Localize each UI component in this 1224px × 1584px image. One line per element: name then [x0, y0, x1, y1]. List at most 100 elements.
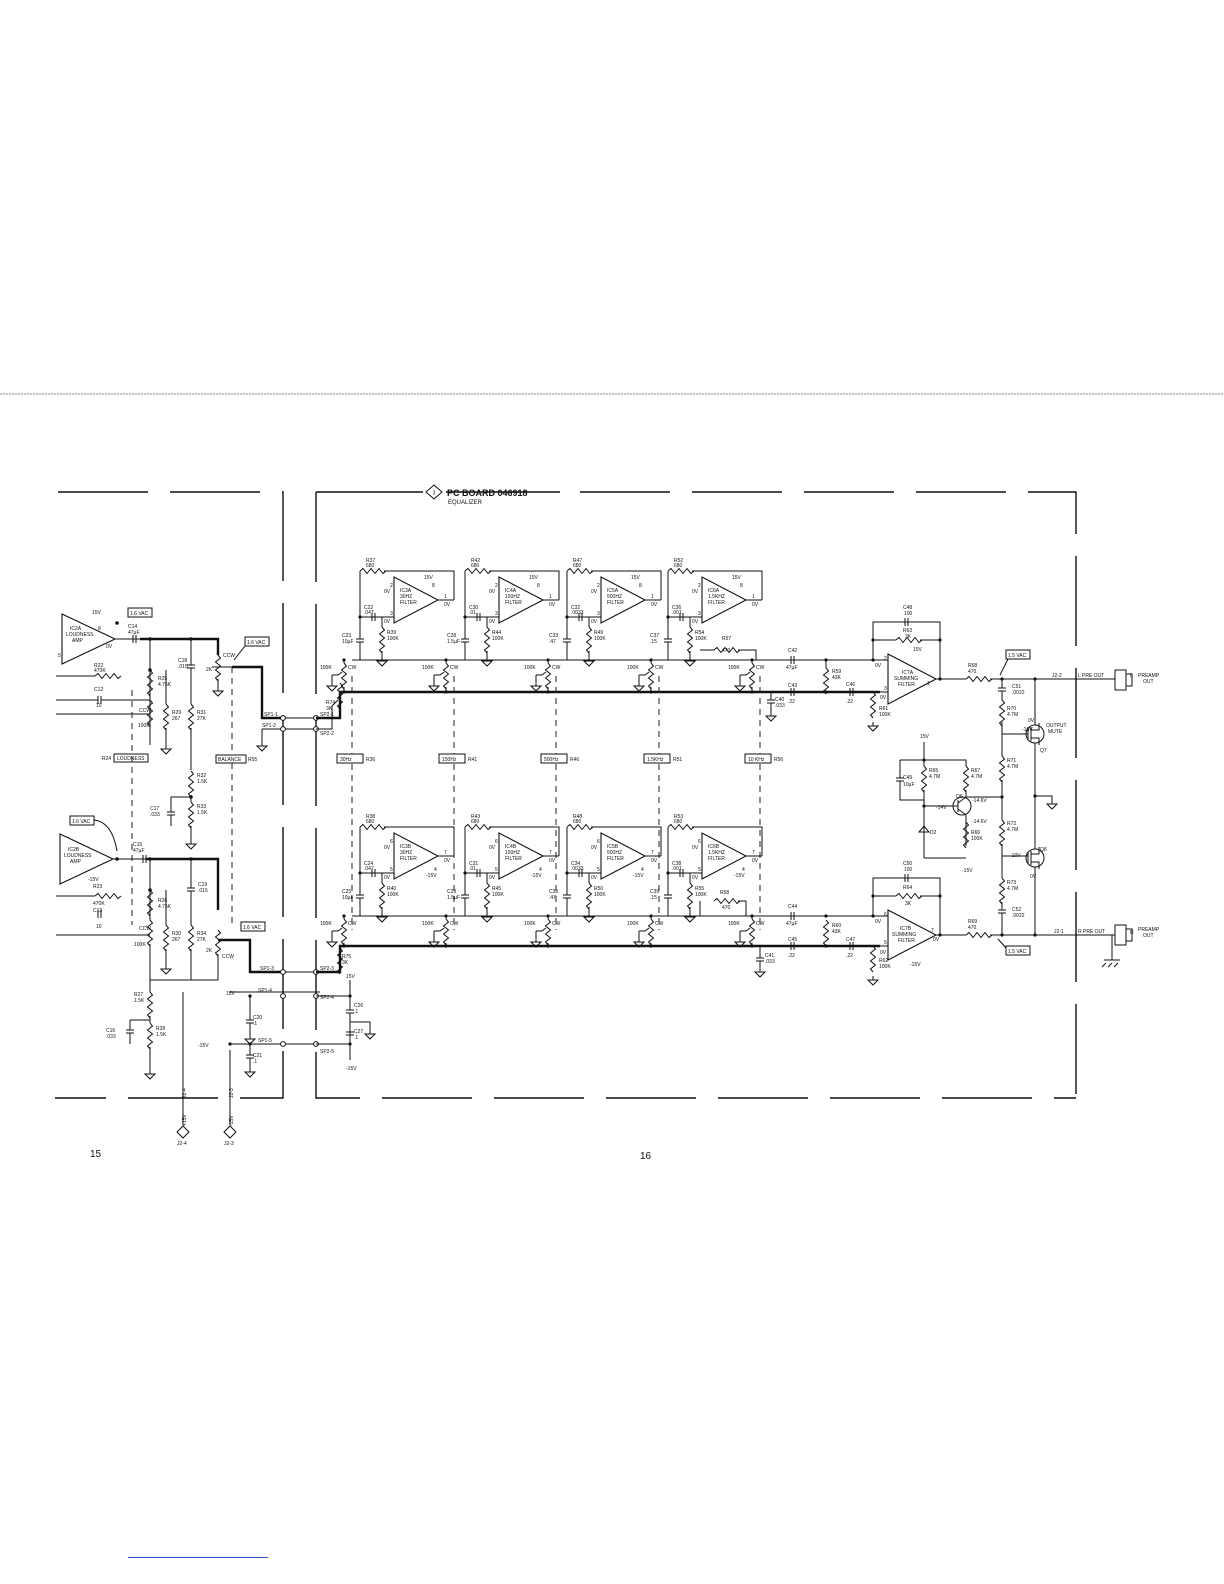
pin-number: 3 — [698, 611, 701, 617]
component-label: 470 — [968, 669, 977, 675]
capacitor-ref: C38 — [672, 861, 681, 867]
component-label: R69 — [968, 919, 977, 925]
component-label: R55 — [248, 757, 257, 763]
component-label: 100 — [904, 611, 913, 617]
slider-reference: R51 — [673, 757, 682, 763]
component-label: 267 — [172, 716, 181, 722]
filter-opamp — [498, 832, 545, 880]
loudness-network-bottom: R26 4.75K CCW 100K R30 267 R34 27K C19 .… — [106, 857, 283, 1080]
component-label: 470K — [94, 668, 106, 674]
slider-frequency: 1.5KHz — [647, 757, 664, 763]
pin-number: 8 — [639, 583, 642, 589]
component-label: .033 — [775, 703, 785, 709]
voltage-label: 0V — [444, 858, 451, 864]
voltage-label: 0V — [692, 875, 699, 881]
component-label: 2K — [206, 948, 213, 954]
filter-stage-top-1: IC3A30HZFILTERR37680C22.047C2310µFR39100… — [342, 558, 455, 667]
board-subtitle: EQUALIZER — [448, 500, 483, 506]
component-label: R27 — [134, 992, 143, 998]
component-label: .033 — [150, 812, 160, 818]
pin-number: 5 — [698, 867, 701, 873]
component-label: 15V — [920, 734, 930, 740]
component-label: 470 — [722, 648, 731, 654]
feedback-resistor-ref: R48 — [573, 814, 582, 820]
capacitor-value: .47 — [549, 895, 556, 901]
component-label: OUT — [1143, 933, 1154, 939]
component-label: 100K — [879, 712, 891, 718]
mute-driver: 15V R65 4.7M R67 4.7M C49 10µF Q6 -14V -… — [895, 734, 1004, 874]
component-label: J2-4 — [177, 1141, 187, 1147]
component-label: 1.5 VAC — [1008, 653, 1027, 659]
component-label: C21 — [253, 1053, 262, 1059]
pot-cw-label: CW — [655, 665, 664, 671]
component-label: C47 — [846, 937, 855, 943]
component-label: R72 — [1007, 821, 1016, 827]
component-label: R24 — [102, 756, 111, 762]
component-label: 10 — [96, 703, 102, 709]
component-label: 100K — [138, 723, 150, 729]
capacitor-value: .47 — [549, 639, 556, 645]
slider-freq-box — [438, 753, 466, 764]
component-label: 5 — [58, 653, 61, 659]
capacitor-value: 10µF — [342, 639, 354, 645]
capacitor-ref: C24 — [364, 861, 373, 867]
component-label: 100K — [971, 836, 983, 842]
component-label: LOUDNESS — [117, 756, 145, 762]
component-label: R65 — [929, 768, 938, 774]
pot-value-label: 100K — [320, 665, 332, 671]
slider-frequency: 150Hz — [442, 757, 457, 763]
component-label: -14.6V — [972, 798, 987, 804]
filter-opamp-label: IC5B — [607, 844, 619, 850]
component-label: J2-1 — [1054, 929, 1064, 935]
capacitor-value: .001 — [672, 610, 682, 616]
pot-value-label: 100K — [524, 921, 536, 927]
voltage-label: 0V — [489, 589, 496, 595]
component-label: C19 — [198, 882, 207, 888]
slider-frequency: 10 KHz — [748, 757, 765, 763]
voltage-label: 0V — [384, 875, 391, 881]
filter-opamp-label: 500HZ — [607, 850, 622, 856]
feedback-resistor-value: 680 — [674, 563, 683, 569]
component-label: 470K — [93, 901, 105, 907]
voltage-label: 0V — [549, 858, 556, 864]
component-label: 7 — [931, 928, 934, 934]
pot-value-label: 100K — [422, 921, 434, 927]
component-label: 0V — [875, 919, 882, 925]
component-label: 15V — [913, 647, 923, 653]
opamp-ic2a — [61, 613, 117, 665]
resistor-value: 100K — [492, 636, 504, 642]
filter-opamp — [393, 576, 440, 624]
component-label: -10V — [1010, 853, 1021, 859]
voltage-label: 0V — [489, 619, 496, 625]
capacitor-value: .047 — [364, 610, 374, 616]
capacitor-ref: C31 — [469, 861, 478, 867]
voltage-label: 15V — [732, 575, 742, 581]
component-label: -15V — [962, 868, 973, 874]
capacitor-value: .01 — [469, 866, 476, 872]
component-label: IC2B — [68, 847, 80, 853]
pin-number: 3 — [597, 611, 600, 617]
component-label: R30 — [172, 931, 181, 937]
component-label: -14.6V — [972, 819, 987, 825]
board-number-marker — [425, 484, 443, 500]
component-label: 47µF — [128, 630, 140, 636]
resistor-ref: R45 — [492, 886, 501, 892]
component-label: CCW — [223, 653, 235, 659]
voltage-label: 0V — [384, 589, 391, 595]
component-label: R71 — [1007, 758, 1016, 764]
feedback-resistor-value: 680 — [674, 819, 683, 825]
component-label: Q6 — [956, 794, 963, 800]
voltage-label: 0V — [752, 602, 759, 608]
voltage-label: 0V — [384, 845, 391, 851]
component-label: .1 — [253, 1059, 257, 1065]
filter-opamp-label: 500HZ — [607, 594, 622, 600]
component-label: J2-2 — [1052, 673, 1062, 679]
component-label: R22 — [94, 663, 103, 669]
filter-opamp-label: FILTER — [708, 856, 725, 862]
capacitor-value: 1.5µF — [447, 895, 460, 901]
component-label: .0022 — [1012, 913, 1025, 919]
component-label: IC2A — [70, 626, 82, 632]
component-label: AMP — [70, 859, 82, 865]
